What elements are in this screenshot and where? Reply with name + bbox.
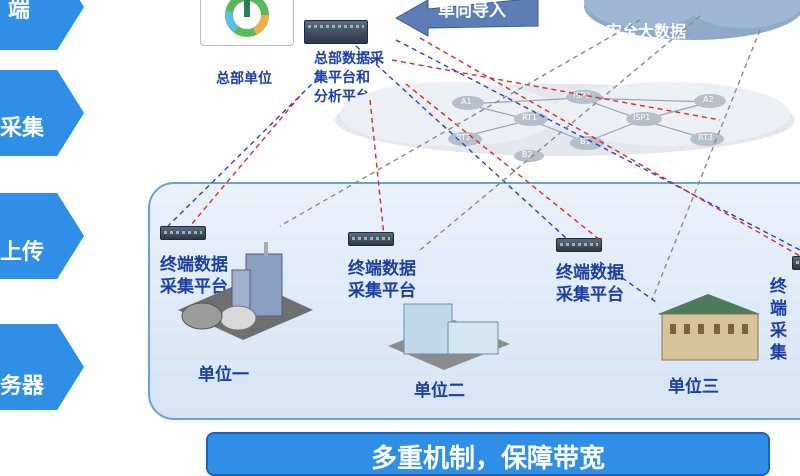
terminal-2-line-2: 采集平台 — [348, 281, 416, 301]
terminal-label-1: 终端数据 采集平台 — [160, 254, 228, 298]
router-isp2-label: ISP2 — [573, 91, 591, 100]
terminal-4-line-2: 采集 — [770, 321, 787, 363]
left-arrow-2-label: 采集 — [0, 116, 45, 141]
cloud-label: 安全大数据 — [606, 22, 687, 41]
bottom-banner-text: 多重机制，保障带宽 — [370, 444, 605, 474]
terminal-label-4: 终端 采集 — [770, 276, 800, 364]
router-rt1: RT1 — [514, 112, 548, 126]
terminal-server-4 — [792, 256, 800, 270]
router-rt2: RT2 — [448, 132, 482, 146]
router-a2: A2 — [694, 94, 726, 108]
hq-unit-label: 总部单位 — [216, 71, 272, 87]
router-b2-label: B2 — [522, 150, 533, 159]
terminal-3-line-2: 采集平台 — [556, 285, 624, 305]
left-arrow-4-label: 务器 — [0, 374, 45, 399]
office-illustration — [388, 303, 510, 370]
left-arrow-3-label: 上传 — [0, 240, 45, 265]
terminal-1-line-1: 终端数据 — [160, 255, 228, 275]
router-a1-label: A1 — [461, 97, 472, 106]
router-isp1: ISP1 — [626, 112, 662, 126]
terminal-server-2 — [348, 232, 394, 246]
router-b2: B2 — [514, 150, 544, 162]
terminal-label-2: 终端数据 采集平台 — [348, 258, 416, 302]
import-label: 单向导入 — [438, 1, 506, 21]
hq-logo-graphic — [225, 0, 269, 37]
unit-3-label: 单位三 — [668, 377, 719, 397]
unit-1-label: 单位一 — [198, 365, 249, 385]
router-rt2-label: RT2 — [456, 133, 471, 142]
connector-lines — [167, 15, 800, 303]
hq-logo — [200, 0, 294, 46]
hq-platform-label: 总部数据采 集平台和 分析平台 — [314, 50, 384, 107]
router-rt3-label: RT3 — [698, 133, 713, 142]
hq-server — [304, 20, 368, 44]
factory-illustration — [178, 242, 313, 340]
router-isp2: ISP2 — [566, 90, 602, 104]
router-isp1-label: ISP1 — [633, 113, 651, 122]
terminal-label-3: 终端数据 采集平台 — [556, 262, 624, 306]
left-arrow-1-label: 端 — [8, 0, 31, 23]
hq-platform-line-2: 集平台和 — [314, 70, 370, 86]
security-cloud — [584, 0, 800, 40]
router-rt1-label: RT1 — [522, 113, 537, 122]
router-b1-label: B1 — [580, 137, 591, 146]
terminal-1-line-2: 采集平台 — [160, 277, 228, 297]
unit-2-label: 单位二 — [414, 381, 465, 401]
router-a2-label: A2 — [703, 95, 714, 104]
terminal-3-line-1: 终端数据 — [556, 263, 624, 283]
router-b1: B1 — [570, 136, 604, 150]
palace-illustration — [658, 294, 760, 361]
router-a1: A1 — [452, 96, 484, 110]
terminal-2-line-1: 终端数据 — [348, 259, 416, 279]
import-arrow — [394, 0, 539, 37]
terminal-server-3 — [556, 238, 602, 252]
terminal-server-1 — [160, 226, 206, 240]
bottom-banner: 多重机制，保障带宽 — [206, 432, 770, 476]
terminal-4-line-1: 终端 — [770, 277, 787, 319]
